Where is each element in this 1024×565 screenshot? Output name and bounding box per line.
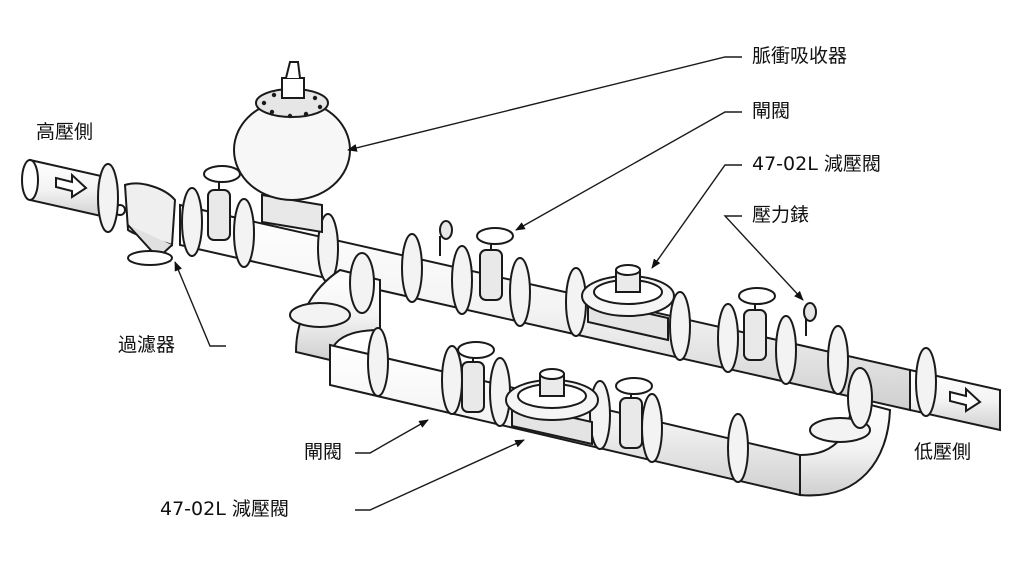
inlet-flow-arrow: [55, 172, 88, 199]
gate-valve-lower-2: [615, 377, 653, 449]
leader-strainer: [174, 261, 226, 347]
label-strainer: 過濾器: [118, 334, 176, 356]
reducing-valve-lower: [505, 368, 599, 446]
label-reducing-valve-upper: 47-02L 減壓閥: [752, 153, 881, 175]
leader-gate-valve-lower: [355, 419, 429, 454]
bypass-right-elbow: [799, 398, 892, 497]
lower-flanges: [289, 252, 873, 483]
gate-valve-upper-2: [476, 227, 514, 301]
leader-lines: [174, 56, 804, 511]
strainer: [114, 182, 177, 266]
label-pressure-gauge: 壓力錶: [752, 204, 810, 226]
label-gate-valve-upper: 閘閥: [752, 100, 791, 122]
pressure-gauge-1: [439, 220, 453, 256]
label-reducing-valve-lower: 47-02L 減壓閥: [160, 498, 289, 520]
leader-pressure-gauge: [723, 215, 804, 301]
gate-valve-upper-3: [738, 287, 776, 361]
pressure-gauge-2: [803, 302, 817, 336]
gate-valve-lower-1: [457, 341, 495, 413]
leader-surge-absorber: [347, 56, 742, 152]
label-high-pressure-side: 高壓側: [36, 121, 94, 143]
surge-absorber: [233, 61, 351, 234]
leader-reducing-valve-lower: [355, 439, 525, 511]
leader-gate-valve-upper: [515, 111, 742, 231]
reducing-valve-upper: [581, 264, 675, 342]
label-gate-valve-lower: 閘閥: [304, 441, 343, 463]
upper-flanges: [97, 163, 937, 417]
leader-reducing-valve-upper: [651, 164, 742, 269]
label-low-pressure-side: 低壓側: [914, 441, 972, 463]
label-surge-absorber: 脈衝吸收器: [752, 45, 848, 67]
outlet-flow-arrow: [949, 386, 982, 413]
gate-valve-upper-1: [203, 165, 241, 241]
